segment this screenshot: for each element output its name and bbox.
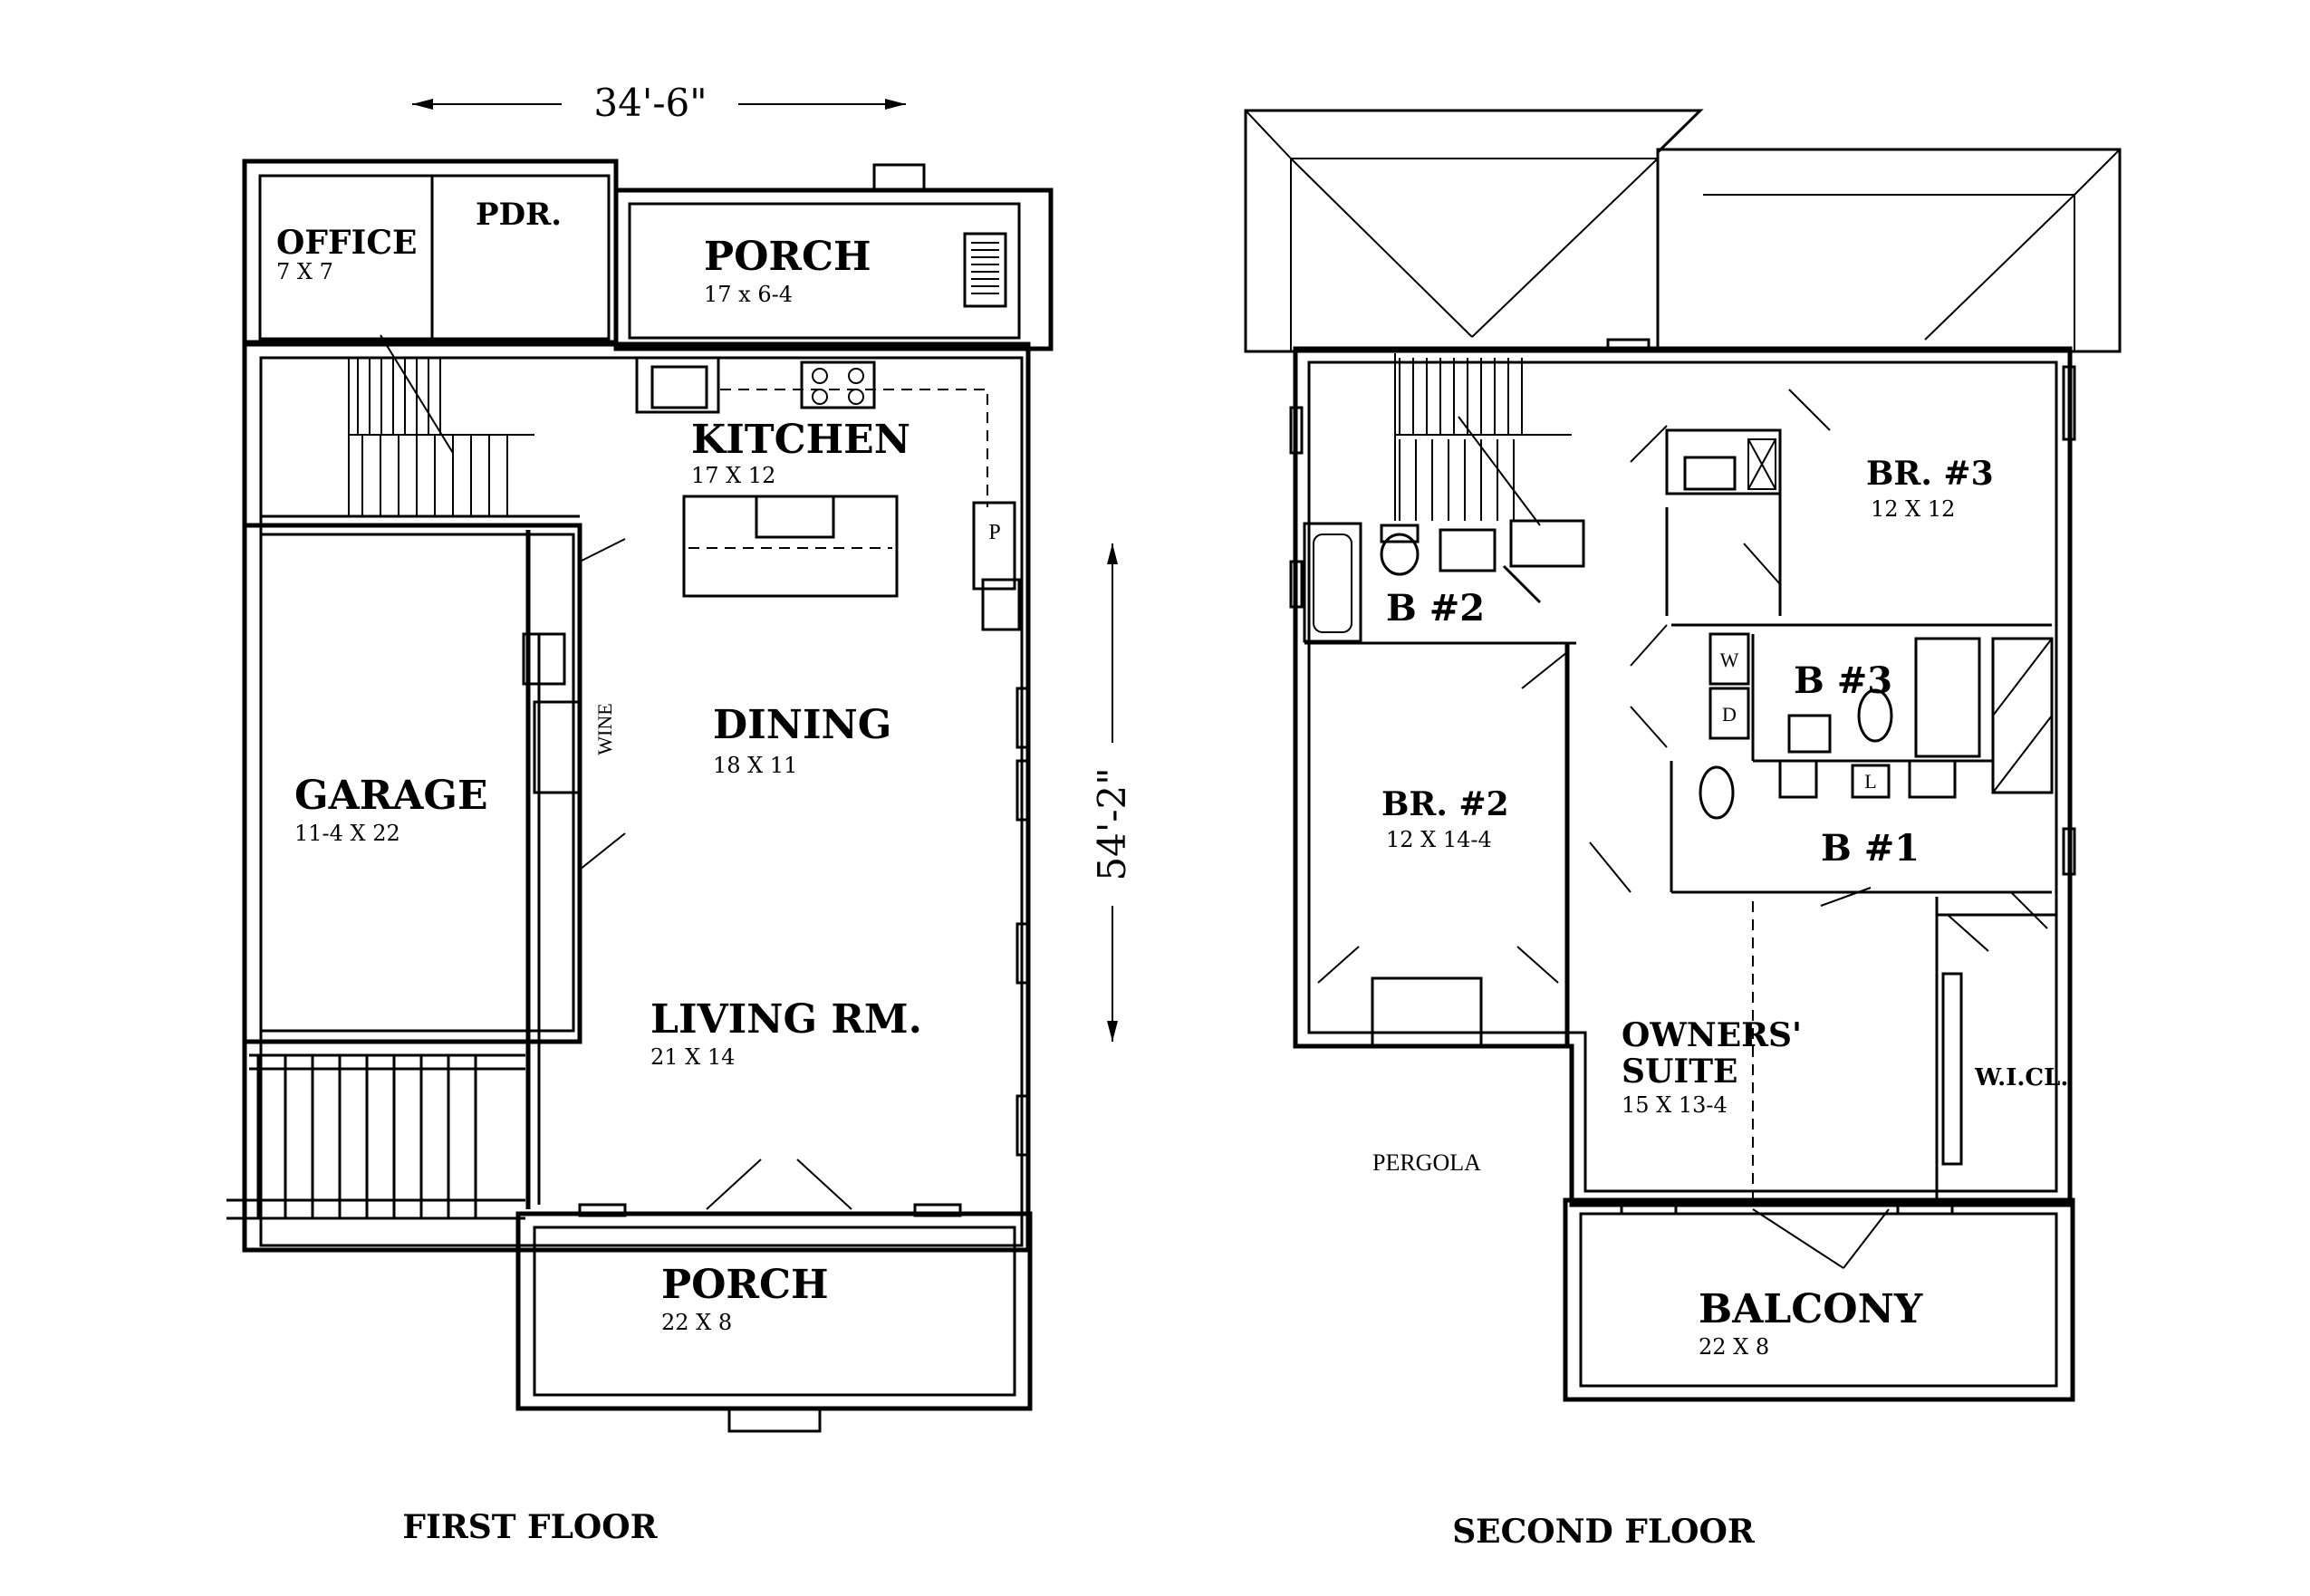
linen-label: L [1864,770,1876,793]
depth-dimension-label: 54'-2" [1090,767,1134,880]
first-floor-pergola [226,1053,525,1220]
kitchen-name: KITCHEN [691,417,910,463]
kitchen-size: 17 X 12 [691,463,775,488]
office-name: OFFICE [276,224,417,262]
dining-name: DINING [713,702,891,748]
bath1-name: B #1 [1821,827,1920,870]
front-porch-outline [515,1211,1033,1411]
dining-size: 18 X 11 [713,753,797,778]
back-porch-size: 17 x 6-4 [704,282,793,307]
roof-outline [1244,109,2122,353]
first-floor-title: FIRST FLOOR [402,1508,658,1546]
washer-label: W [1720,649,1739,671]
living-size: 21 X 14 [650,1044,735,1070]
first-floor-plan: OFFICE 7 X 7 PDR. PORCH 17 x 6-4 KITCHEN… [226,159,1054,1546]
owners-line2: SUITE [1622,1053,1737,1091]
bath3-name: B #3 [1794,659,1892,702]
dryer-label: D [1722,703,1737,726]
wic-label: W.I.CL. [1974,1064,2068,1091]
br2-name: BR. #2 [1381,785,1509,823]
living-name: LIVING RM. [650,996,922,1043]
balcony-size: 22 X 8 [1699,1334,1769,1360]
back-porch-outline [613,187,1054,351]
back-porch-name: PORCH [704,234,871,280]
pantry-label: P [988,521,1000,544]
pdr-name: PDR. [476,197,562,233]
second-floor-outline [1293,346,2073,1207]
br2-size: 12 X 14-4 [1386,827,1492,852]
garage-size: 11-4 X 22 [294,821,400,846]
kitchen-island [682,495,899,598]
second-floor-plan: BR. #3 12 X 12 B #2 B #3 W D L B #1 BR. … [1244,109,2122,1551]
dimension-depth: 54'-2" [1090,543,1134,1042]
second-floor-stair [1394,353,1585,568]
owners-line1: OWNERS' [1622,1016,1802,1054]
bath2-name: B #2 [1386,587,1485,630]
dimension-width: 34'-6" [412,81,906,125]
second-floor-title: SECOND FLOOR [1452,1513,1756,1551]
br3-name: BR. #3 [1866,455,1994,493]
wine-label: WINE [593,703,616,755]
br3-size: 12 X 12 [1871,496,1955,522]
owners-size: 15 X 13-4 [1622,1092,1728,1118]
office-size: 7 X 7 [276,259,333,284]
kitchen-counters [635,356,1021,631]
front-porch-name: PORCH [661,1262,829,1308]
balcony-outline [1563,1197,2075,1402]
pergola-label: PERGOLA [1372,1149,1481,1176]
first-floor-stair [261,334,580,518]
balcony-name: BALCONY [1699,1286,1923,1332]
garage-name: GARAGE [294,773,488,819]
width-dimension-label: 34'-6" [593,81,707,125]
front-porch-size: 22 X 8 [661,1310,732,1335]
